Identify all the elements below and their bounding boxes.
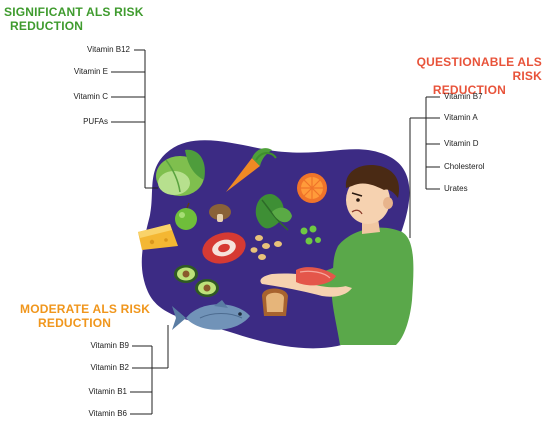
moderate-item: Vitamin B6 xyxy=(88,409,127,418)
cheese-icon xyxy=(138,224,178,250)
questionable-item: Vitamin D xyxy=(444,139,479,148)
person-icon xyxy=(260,164,414,345)
moderate-item: Vitamin B2 xyxy=(90,363,129,372)
questionable-item: Urates xyxy=(444,184,468,193)
moderate-heading-line2: REDUCTION xyxy=(38,316,112,330)
avocado-icon xyxy=(174,265,219,297)
significant-item: PUFAs xyxy=(83,117,108,126)
questionable-heading: QUESTIONABLE ALS RISK REDUCTION xyxy=(390,55,542,97)
orange-slice-icon xyxy=(297,173,327,203)
moderate-item: Vitamin B9 xyxy=(90,341,129,350)
significant-item: Vitamin E xyxy=(73,67,108,76)
peas-icon xyxy=(300,225,321,245)
spinach-icon xyxy=(255,194,292,231)
questionable-heading-line2: REDUCTION xyxy=(432,83,506,97)
significant-heading: SIGNIFICANT ALS RISK REDUCTION xyxy=(4,5,144,33)
moderate-heading-line1: MODERATE ALS RISK xyxy=(20,302,151,316)
significant-heading-line1: SIGNIFICANT ALS RISK xyxy=(4,5,144,19)
mushroom-icon xyxy=(209,204,231,222)
questionable-heading-line1: QUESTIONABLE ALS RISK xyxy=(416,55,542,83)
apple-icon xyxy=(175,202,197,230)
moderate-heading: MODERATE ALS RISK REDUCTION xyxy=(20,302,150,330)
fish-icon xyxy=(172,300,250,330)
moderate-connector xyxy=(130,325,169,415)
questionable-item: Cholesterol xyxy=(444,162,485,171)
questionable-connector xyxy=(409,96,440,238)
significant-heading-line2: REDUCTION xyxy=(10,19,84,33)
significant-connector xyxy=(111,49,158,189)
questionable-item: Vitamin B7 xyxy=(444,92,483,101)
significant-item: Vitamin C xyxy=(73,92,108,101)
significant-item: Vitamin B12 xyxy=(87,45,130,54)
bread-icon xyxy=(262,288,288,316)
questionable-item: Vitamin A xyxy=(444,113,478,122)
carrot-icon xyxy=(226,148,277,192)
cabbage-icon xyxy=(156,149,205,196)
steak-icon xyxy=(202,232,246,264)
nuts-icon xyxy=(250,235,282,260)
moderate-item: Vitamin B1 xyxy=(88,387,127,396)
